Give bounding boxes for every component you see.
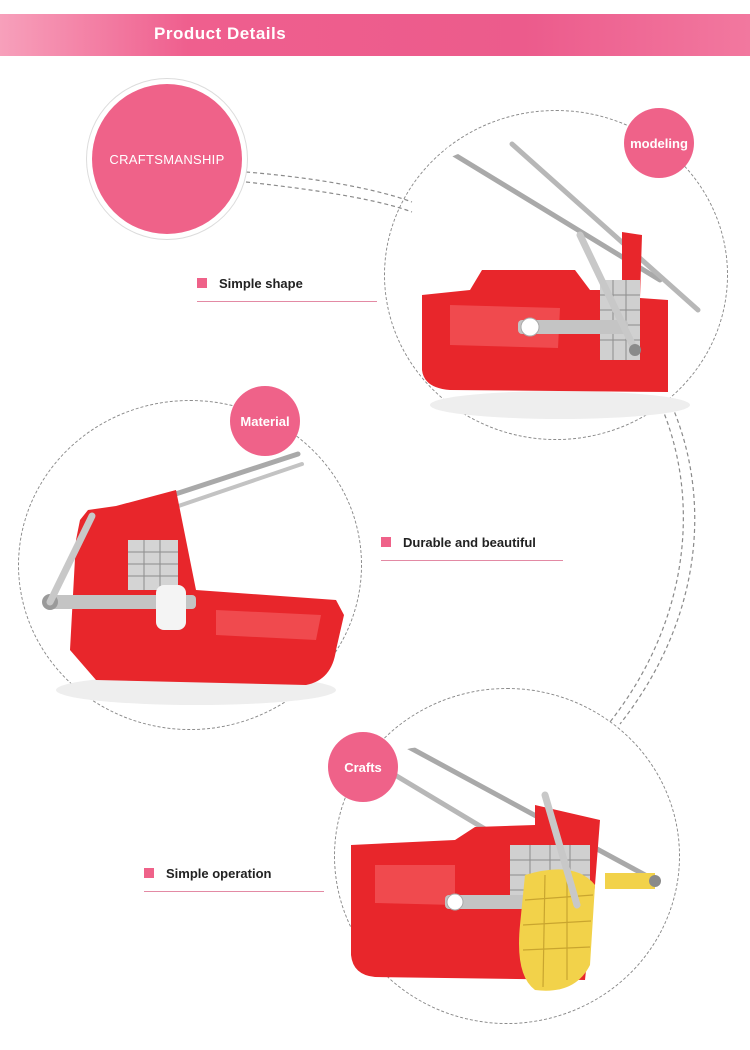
- feature-simple-operation-label: Simple operation: [166, 866, 272, 881]
- french-fry-cutter-photo-left: [42, 451, 344, 705]
- feature-durable: Durable and beautiful: [381, 535, 563, 561]
- crafts-badge-label: Crafts: [344, 759, 382, 775]
- bullet-square-icon: [381, 537, 391, 547]
- feature-durable-label: Durable and beautiful: [403, 535, 536, 550]
- photo-frame-bottom: [334, 688, 680, 1024]
- craftsmanship-badge-label: CRAFTSMANSHIP: [109, 151, 225, 167]
- crafts-badge: Crafts: [328, 732, 398, 802]
- modeling-badge: modeling: [624, 108, 694, 178]
- material-badge-label: Material: [240, 413, 290, 429]
- photo-frame-middle: [18, 400, 362, 730]
- craftsmanship-badge: CRAFTSMANSHIP: [92, 84, 242, 234]
- material-badge: Material: [230, 386, 300, 456]
- modeling-badge-label: modeling: [630, 135, 688, 151]
- page-title: Product Details: [154, 24, 287, 43]
- bullet-square-icon: [144, 868, 154, 878]
- feature-simple-shape-label: Simple shape: [219, 276, 303, 291]
- bullet-square-icon: [197, 278, 207, 288]
- feature-simple-shape: Simple shape: [197, 276, 377, 302]
- feature-simple-operation: Simple operation: [144, 866, 324, 892]
- header-banner: Product Details: [0, 14, 750, 56]
- photo-frame-top: [384, 110, 728, 440]
- french-fry-cutter-with-potato-photo: [351, 735, 661, 991]
- french-fry-cutter-photo-right: [422, 141, 701, 419]
